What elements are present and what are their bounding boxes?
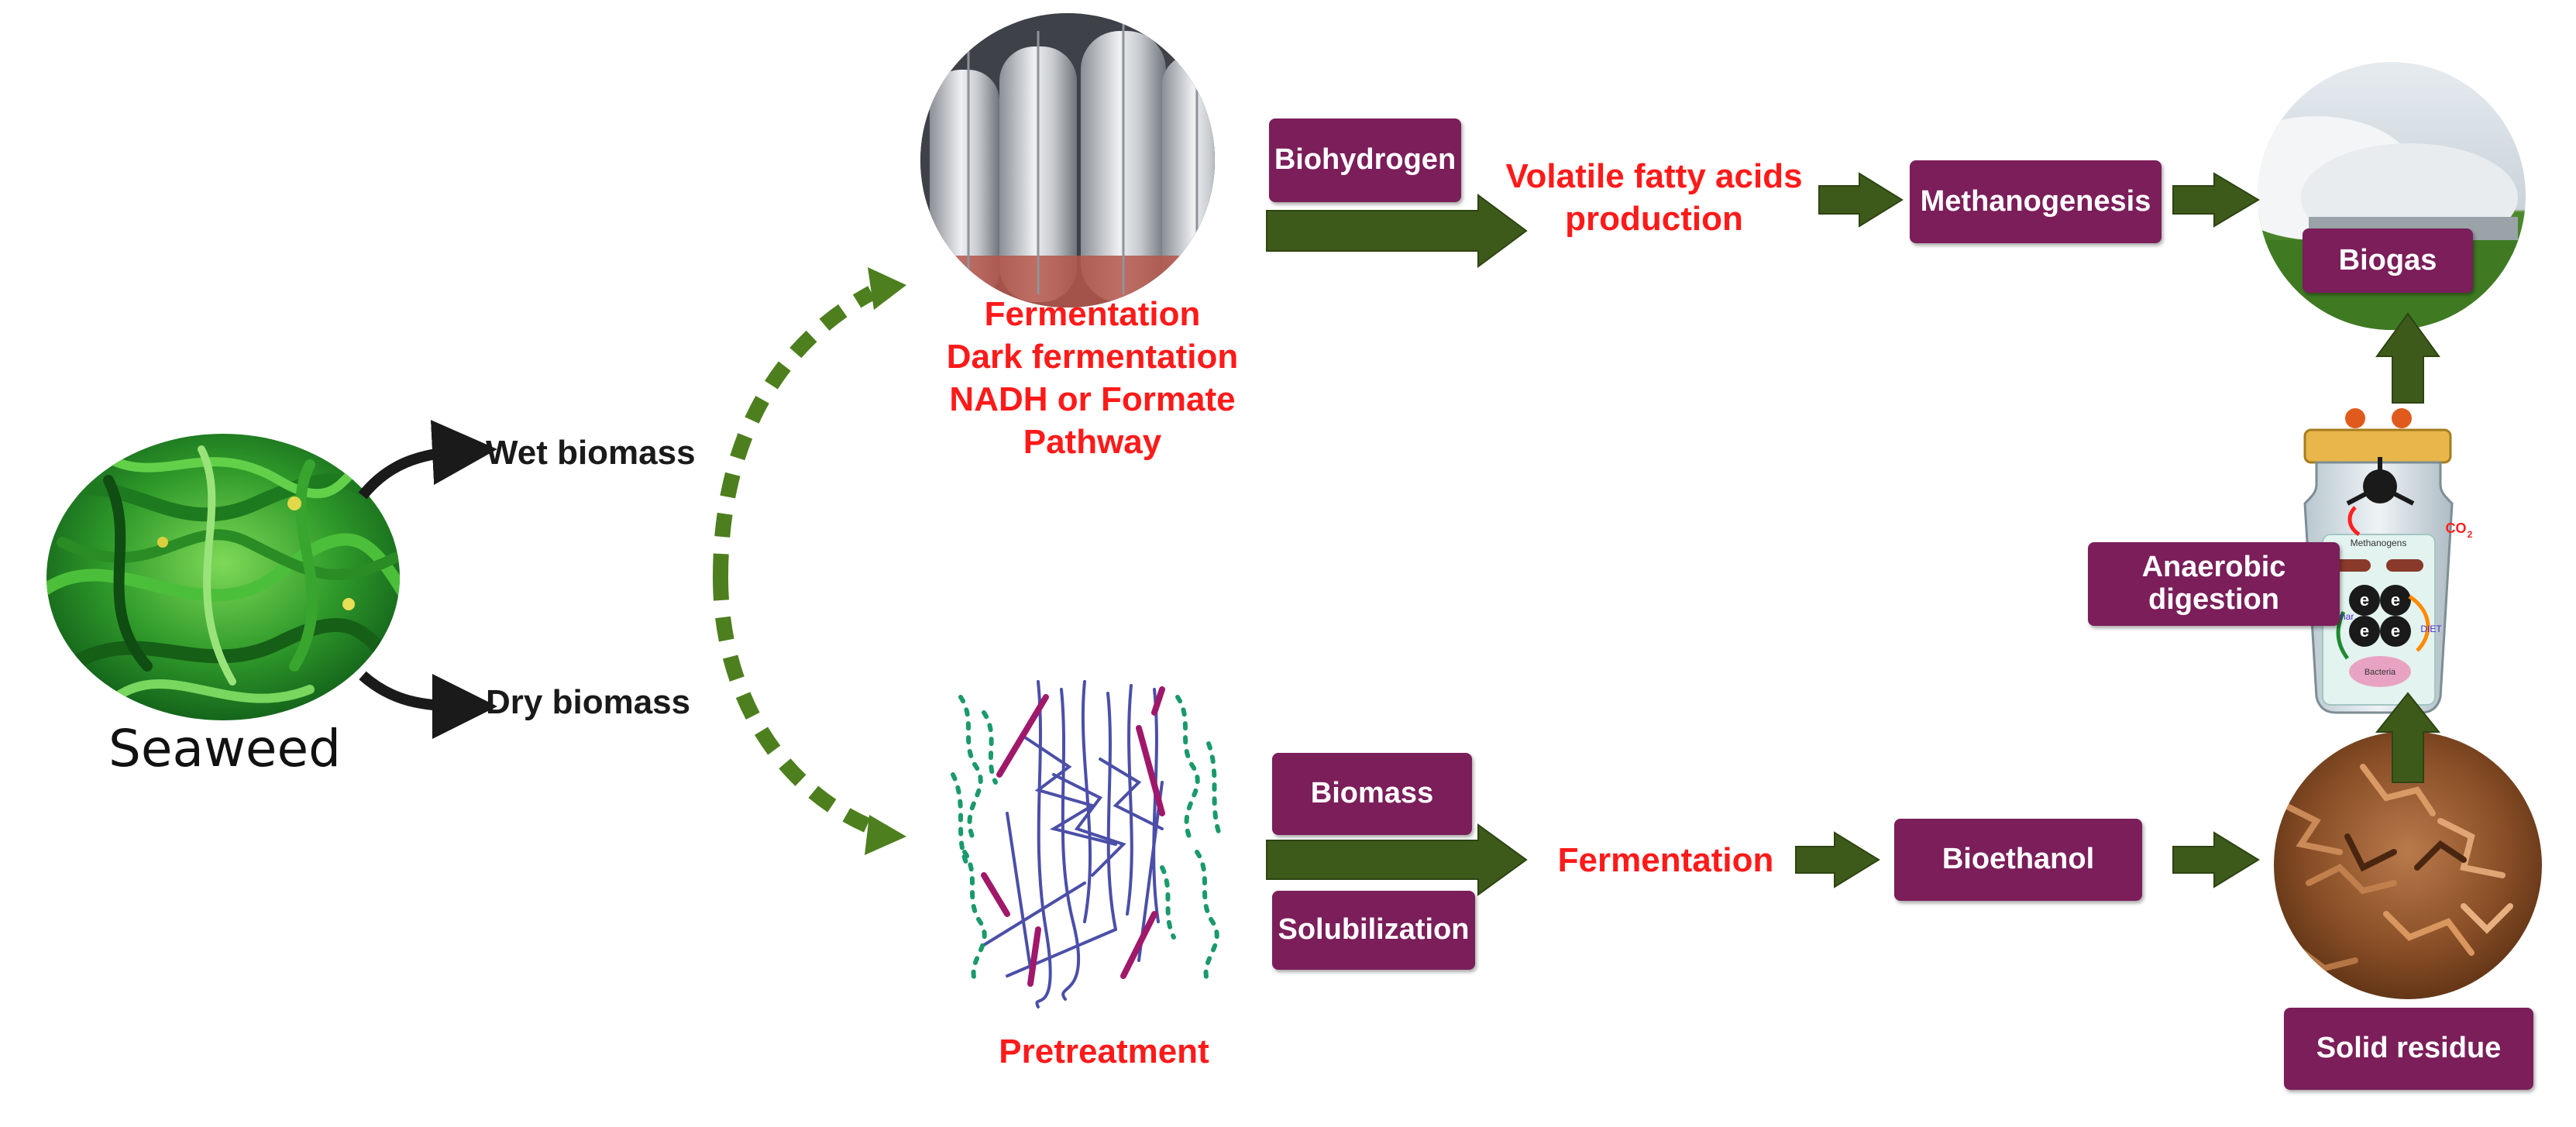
electron-label-1: e [2360, 590, 2369, 610]
fermentation-title: Fermentation Dark fermentation NADH or F… [918, 293, 1267, 463]
electron-label-2: e [2391, 590, 2400, 610]
solid-residue-box: Solid residue [2284, 1008, 2533, 1090]
anaerobic-digestion-box: Anaerobic digestion [2088, 542, 2340, 626]
fermentation-title-line-1: Fermentation [984, 295, 1201, 333]
arrow-to-bioethanol [1795, 831, 1880, 888]
pretreatment-label: Pretreatment [999, 1033, 1209, 1070]
solid-residue-photo [2274, 731, 2542, 999]
vfa-line-2: production [1565, 200, 1743, 238]
anaerobic-digester-illustration: Methanogens Biochar DIET Bacteria CO 2 e… [2303, 408, 2473, 714]
electron-label-4: e [2391, 621, 2400, 641]
arrow-residue-to-digester [2375, 692, 2441, 783]
dashed-arrow-to-pretreatment [713, 576, 875, 835]
wet-biomass-label: Wet biomass [486, 434, 696, 472]
biogas-box: Biogas [2303, 228, 2473, 293]
fermentation-title-line-4: Pathway [1023, 423, 1162, 461]
vfa-production-label: Volatile fatty acids production [1499, 155, 1809, 240]
dashed-arrowhead-top [868, 267, 906, 310]
dashed-arrow-to-fermentation [713, 286, 875, 578]
arrow-to-vfa [1266, 194, 1528, 268]
bioethanol-box: Bioethanol [1894, 819, 2142, 901]
arrow-to-fermentation-bottom [1266, 823, 1528, 896]
fermentation-tanks-photo [920, 13, 1215, 308]
seaweed-photo [46, 434, 400, 720]
vfa-line-1: Volatile fatty acids [1505, 157, 1803, 195]
biogas-plant-photo [2258, 62, 2526, 330]
pretreatment-illustration [951, 680, 1223, 1008]
fermentation-title-line-3: NADH or Formate [949, 380, 1236, 418]
co2-subscript: 2 [2468, 529, 2473, 540]
arrow-to-biogas [2172, 172, 2260, 228]
diet-label: DIET [2420, 624, 2442, 634]
seaweed-label: Seaweed [108, 719, 342, 778]
solubilization-box: Solubilization [1272, 891, 1475, 970]
arrow-to-solid-residue [2172, 831, 2260, 888]
arrow-digester-to-biogas [2375, 312, 2440, 404]
methanogenesis-box: Methanogenesis [1910, 160, 2162, 243]
biomass-box: Biomass [1272, 753, 1472, 835]
dry-biomass-label: Dry biomass [486, 683, 691, 721]
electron-label-3: e [2360, 621, 2369, 641]
arrow-to-methanogenesis [1818, 172, 1904, 228]
co2-label: CO [2446, 521, 2467, 536]
fermentation-bottom-label: Fermentation [1557, 841, 1774, 879]
anaerobic-digestion-line-2: digestion [2148, 583, 2279, 616]
dry-biomass-arrow [359, 671, 497, 739]
methanogens-label: Methanogens [2351, 538, 2407, 548]
dashed-arrowhead-bottom [865, 815, 906, 855]
fermentation-title-line-2: Dark fermentation [946, 338, 1239, 376]
wet-biomass-arrow [358, 420, 497, 500]
anaerobic-digestion-line-1: Anaerobic [2141, 551, 2286, 584]
biohydrogen-box: Biohydrogen [1269, 119, 1461, 202]
bacteria-label: Bacteria [2364, 668, 2396, 677]
